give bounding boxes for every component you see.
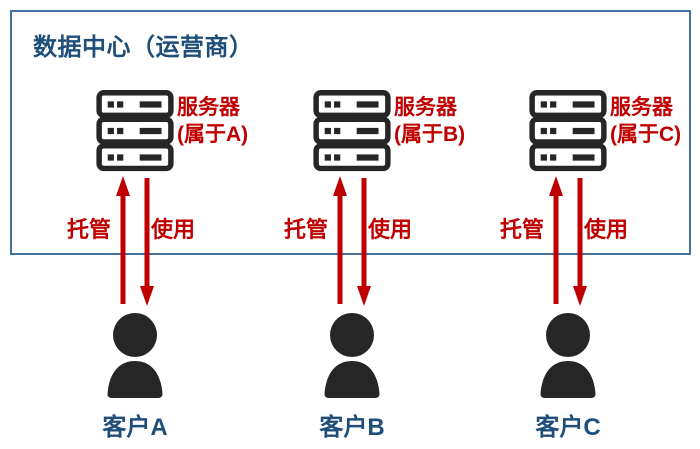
usage-arrow-down-icon bbox=[573, 178, 587, 306]
arrow-pair bbox=[332, 176, 372, 306]
customer-label: 客户A bbox=[102, 414, 168, 441]
person-icon bbox=[533, 312, 603, 398]
usage-label: 使用 bbox=[584, 217, 629, 242]
server-owner: (属于A) bbox=[177, 123, 249, 146]
hosting-label: 托管 bbox=[283, 217, 328, 242]
usage-arrow-down-icon bbox=[140, 178, 154, 306]
usage-arrow-down-icon bbox=[357, 178, 371, 306]
customer-label: 客户C bbox=[535, 414, 601, 441]
datacenter-title: 数据中心（运营商） bbox=[33, 34, 254, 61]
usage-label: 使用 bbox=[368, 217, 413, 242]
server-name: 服务器 bbox=[610, 96, 673, 119]
server-label: 服务器 (属于B) bbox=[394, 94, 465, 148]
server-label: 服务器 (属于C) bbox=[610, 94, 681, 148]
hosting-arrow-up-icon bbox=[549, 176, 563, 304]
server-label: 服务器 (属于A) bbox=[177, 94, 248, 148]
server-rack-icon bbox=[529, 90, 607, 172]
column-customer-b: 服务器 (属于B) 托管 使用 客户B bbox=[242, 0, 465, 449]
server-owner: (属于C) bbox=[610, 123, 682, 146]
server-owner: (属于B) bbox=[394, 123, 466, 146]
server-name: 服务器 bbox=[177, 96, 240, 119]
person-icon bbox=[317, 312, 387, 398]
hosting-arrow-up-icon bbox=[116, 176, 130, 304]
server-rack-icon bbox=[313, 90, 391, 172]
column-customer-c: 服务器 (属于C) 托管 使用 客户C bbox=[458, 0, 681, 449]
customer-label: 客户B bbox=[319, 414, 385, 441]
server-rack-icon bbox=[96, 90, 174, 172]
arrow-pair bbox=[115, 176, 155, 306]
usage-label: 使用 bbox=[151, 217, 196, 242]
column-customer-a: 服务器 (属于A) 托管 使用 客户A bbox=[25, 0, 248, 449]
person-icon bbox=[100, 312, 170, 398]
hosting-arrow-up-icon bbox=[333, 176, 347, 304]
server-name: 服务器 bbox=[394, 96, 457, 119]
arrow-pair bbox=[548, 176, 588, 306]
hosting-label: 托管 bbox=[499, 217, 544, 242]
hosting-label: 托管 bbox=[66, 217, 111, 242]
